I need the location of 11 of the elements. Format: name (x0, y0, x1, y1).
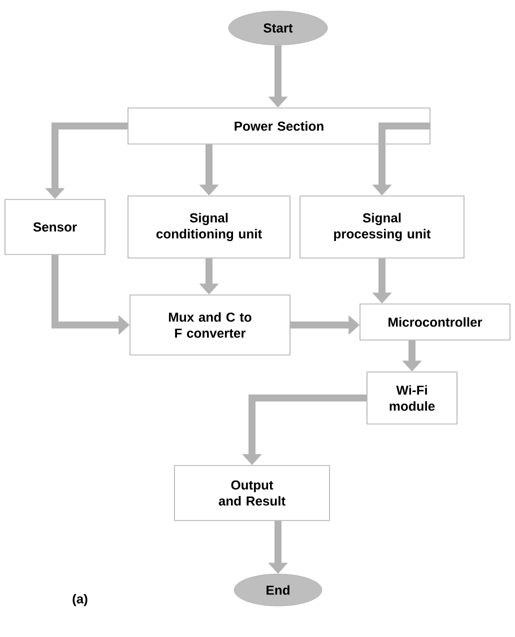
terminal-oval: Start (228, 10, 328, 46)
terminal-oval: End (234, 574, 322, 606)
process-box: Microcontroller (360, 304, 510, 340)
process-box: Signal processing unit (300, 196, 464, 258)
process-box: Sensor (4, 199, 106, 255)
process-box: Wi-Fi module (366, 372, 458, 424)
panel-label: (a) (72, 594, 88, 606)
process-box: Mux and C to F converter (130, 294, 290, 356)
process-box: Signal conditioning unit (128, 196, 290, 258)
process-box: Output and Result (174, 465, 330, 521)
process-box: Power Section (128, 108, 430, 144)
